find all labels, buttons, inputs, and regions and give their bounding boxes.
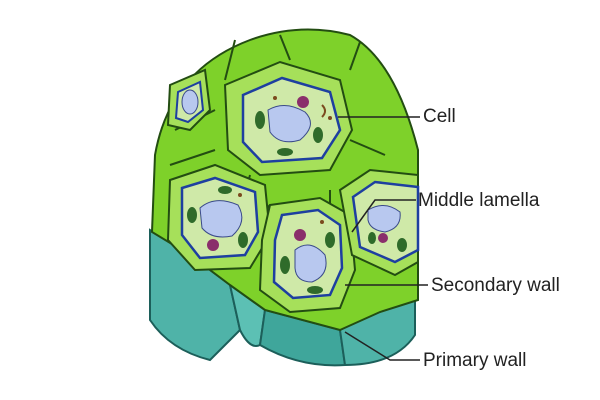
tissue-side-faces (149, 228, 416, 367)
label-middle-lamella: Middle lamella (418, 190, 540, 211)
cell-left-middle (166, 163, 272, 272)
cell-right (338, 168, 420, 277)
cell-top-left (166, 68, 212, 132)
leader-line-primary-wall (344, 331, 420, 361)
cell-center-bottom (258, 196, 357, 314)
leader-lines (338, 116, 428, 361)
cell-center-top (223, 60, 354, 177)
label-secondary-wall: Secondary wall (431, 275, 560, 296)
leader-line-middle-lamella (351, 199, 416, 233)
label-cell: Cell (423, 106, 456, 127)
label-primary-wall: Primary wall (423, 350, 527, 371)
